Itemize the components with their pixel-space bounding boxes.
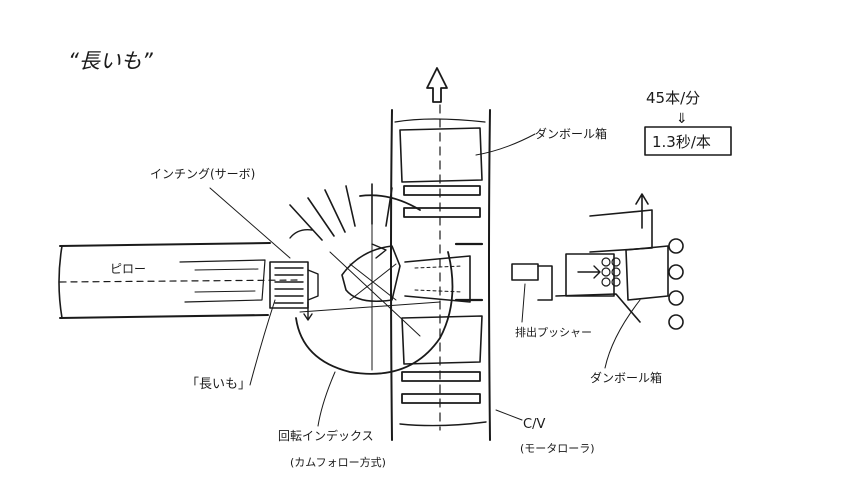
rate-box-text: 1.3秒/本	[652, 133, 711, 151]
potato-bundle-icon	[601, 257, 621, 287]
rotary-index	[289, 183, 471, 375]
pusher-label: 排出プッシャー	[515, 325, 592, 339]
inching-unit: インチング(サーボ)	[150, 167, 319, 309]
inching-label: インチング(サーボ)	[150, 167, 255, 181]
vertical-conveyor: C/V (モータローラ)	[390, 104, 595, 455]
cv-sub-label: (モータローラ)	[520, 442, 595, 455]
box-top-label: ダンボール箱	[535, 126, 607, 141]
rate-note: 45本/分 ⇓ 1.3秒/本	[644, 89, 732, 156]
index-sub-label: (カムフォロー方式)	[290, 455, 386, 469]
pillow-label: ピロー	[110, 262, 146, 276]
up-arrow-icon	[426, 67, 448, 103]
rate-box	[644, 126, 732, 156]
right-carton-line	[625, 193, 684, 330]
potato-label: 「長いも」	[186, 377, 251, 392]
index-label: 回転インデックス	[278, 428, 374, 443]
cv-label: C/V	[523, 417, 545, 432]
title-text: “長いも”	[68, 49, 154, 73]
rate-top-text: 45本/分	[646, 89, 700, 107]
discharge-pusher: 排出プッシャー	[511, 209, 653, 339]
box-right-label: ダンボール箱	[590, 370, 662, 385]
pillow-conveyor: ピロー	[58, 242, 301, 319]
rate-arrow-text: ⇓	[676, 111, 688, 127]
